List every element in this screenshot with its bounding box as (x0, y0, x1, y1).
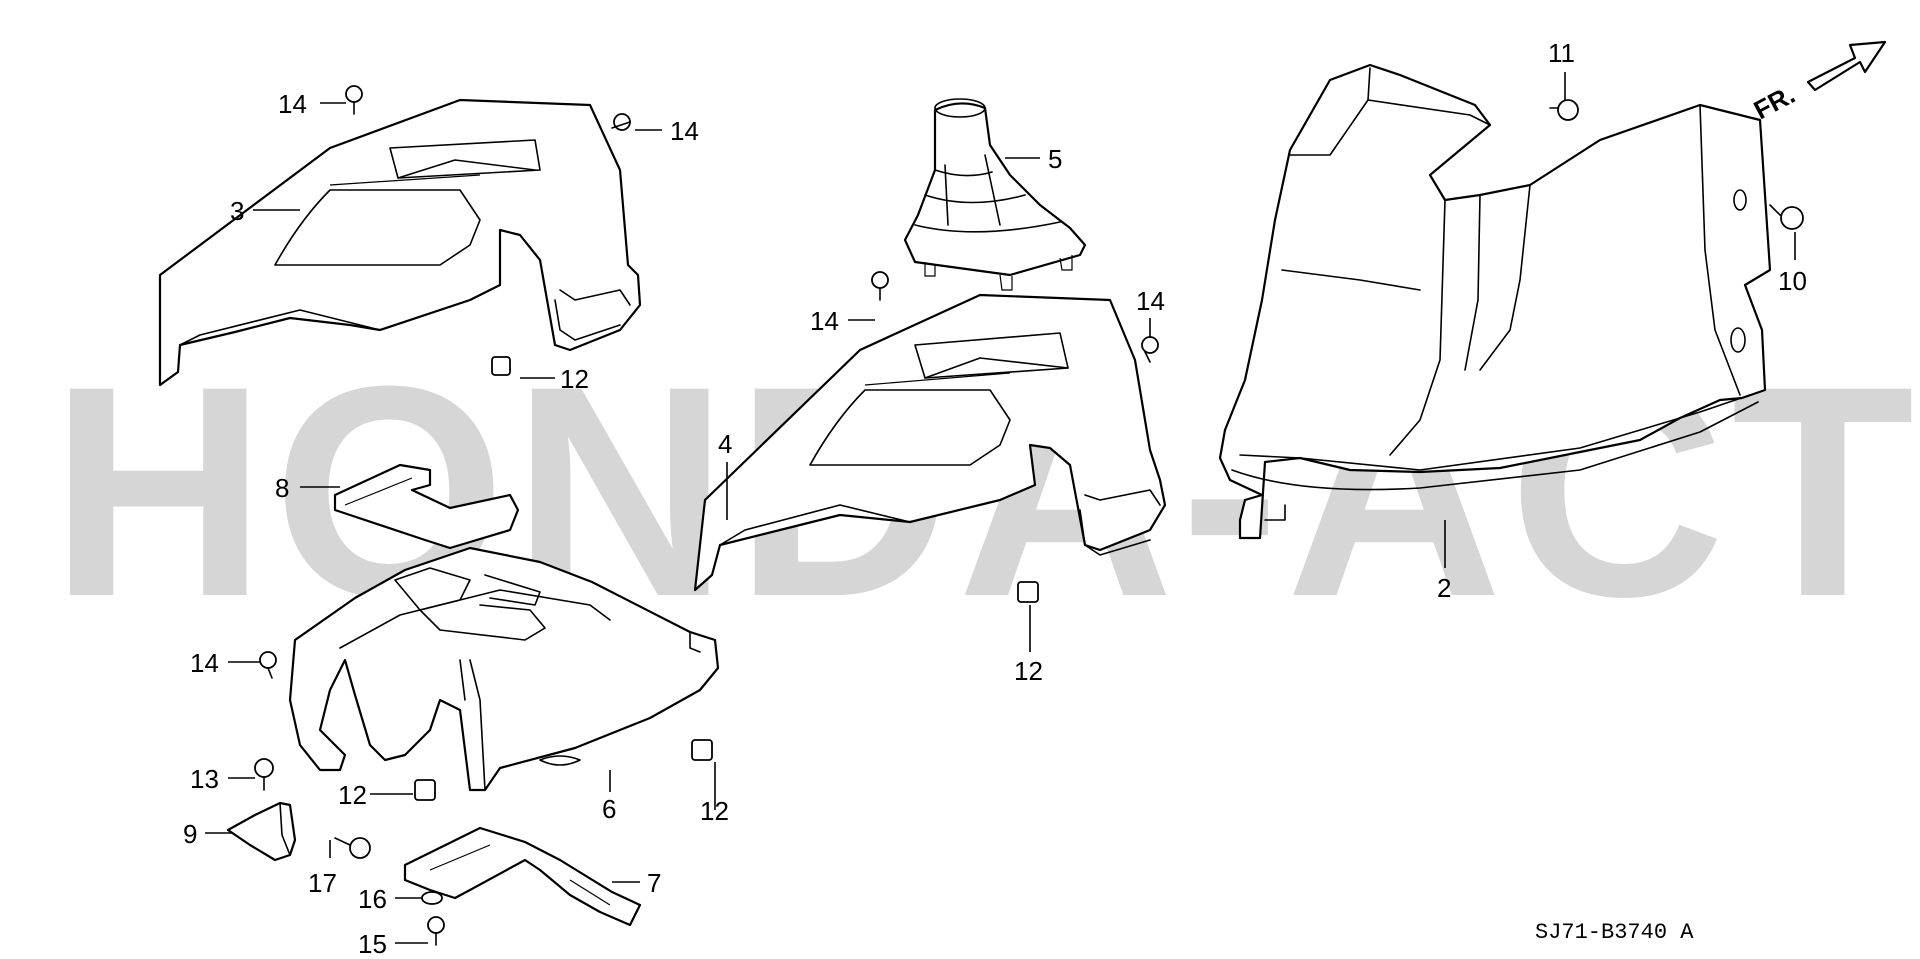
diagram-code: SJ71-B3740 A (1535, 920, 1694, 945)
fastener-11[interactable] (1549, 99, 1579, 121)
fastener-16[interactable] (421, 891, 443, 905)
callout-14: 14 (1136, 286, 1165, 316)
part-5-shift-boot[interactable] (903, 98, 1087, 291)
fastener-15[interactable] (427, 916, 445, 946)
part-8-plate[interactable] (333, 463, 520, 550)
callout-5: 5 (1048, 144, 1062, 174)
callout-14: 14 (810, 306, 839, 336)
callout-12: 12 (700, 796, 729, 826)
fastener-12d[interactable] (691, 739, 713, 761)
fastener-12c[interactable] (414, 779, 436, 801)
callout-14: 14 (190, 648, 219, 678)
callout-17: 17 (308, 868, 337, 898)
callout-6: 6 (602, 794, 616, 824)
callout-15: 15 (358, 929, 387, 959)
callout-16: 16 (358, 884, 387, 914)
clip-icon (254, 85, 1804, 946)
callout-12: 12 (1014, 656, 1043, 686)
fastener-10[interactable] (1769, 204, 1804, 230)
fastener-17[interactable] (334, 837, 371, 859)
fastener-12b[interactable] (1017, 581, 1039, 603)
part-3-console-cover[interactable] (158, 98, 642, 387)
callout-8: 8 (275, 473, 289, 503)
part-6-housing[interactable] (288, 546, 720, 792)
fastener-14a[interactable] (345, 85, 363, 115)
callout-11: 11 (1548, 38, 1575, 68)
part-9-small-bracket[interactable] (226, 801, 297, 862)
callout-13: 13 (190, 764, 219, 794)
callout-4: 4 (718, 429, 732, 459)
callout-12: 12 (338, 780, 367, 810)
callout-9: 9 (183, 819, 197, 849)
part-2-rear-cover[interactable] (1218, 63, 1772, 540)
fr-arrow-icon: FR. (1749, 40, 1887, 125)
callout-3: 3 (230, 196, 244, 226)
callout-12: 12 (560, 364, 589, 394)
part-4-console-cover[interactable] (693, 293, 1167, 592)
callout-14: 14 (670, 116, 699, 146)
fastener-14e[interactable] (259, 651, 277, 679)
fastener-14b[interactable] (611, 113, 631, 131)
callout-labels: 14 14 5 3 12 8 4 14 14 2 11 10 12 14 13 … (183, 38, 1807, 959)
fastener-12a[interactable] (491, 356, 511, 376)
leader-lines (205, 72, 1796, 944)
callout-2: 2 (1437, 573, 1451, 603)
fastener-14d[interactable] (1141, 336, 1159, 363)
fastener-13[interactable] (254, 758, 274, 791)
part-7-bracket[interactable] (403, 826, 642, 927)
callout-10: 10 (1778, 266, 1807, 296)
callout-14: 14 (278, 89, 307, 119)
fastener-14c[interactable] (871, 271, 889, 301)
callout-7: 7 (647, 868, 661, 898)
